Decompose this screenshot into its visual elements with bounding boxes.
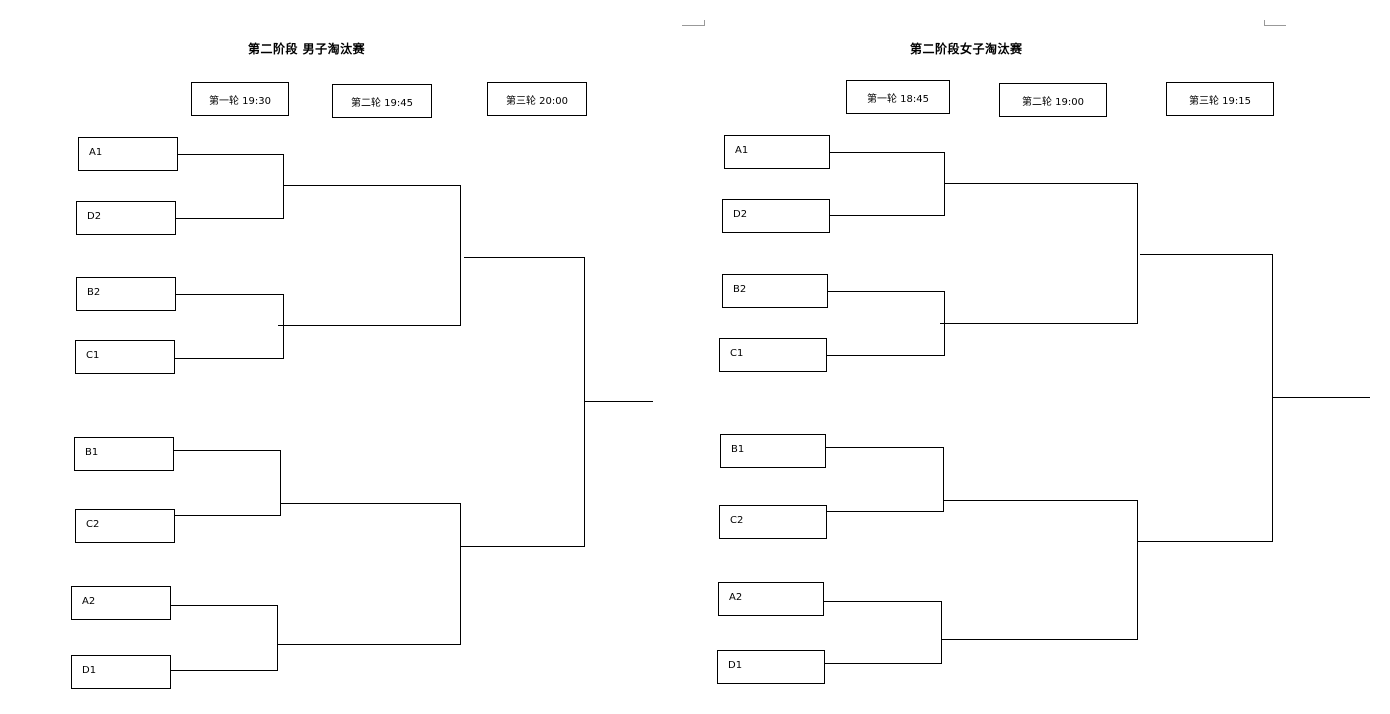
bracket-line (171, 670, 278, 671)
bracket-line (175, 358, 284, 359)
women-team-a1: A1 (724, 135, 830, 169)
bracket-line (460, 503, 461, 645)
women-team-c2: C2 (719, 505, 827, 539)
bracket-line (175, 515, 281, 516)
women-team-b1: B1 (720, 434, 826, 468)
bracket-line (278, 325, 461, 326)
bracket-line (1272, 254, 1273, 542)
men-team-d2: D2 (76, 201, 176, 235)
bracket-line (174, 450, 281, 451)
bracket-line (825, 663, 942, 664)
women-round-1-label: 第一轮 18:45 (846, 80, 950, 114)
bracket-line (283, 154, 284, 219)
bracket-line (827, 355, 945, 356)
bracket-line (830, 215, 945, 216)
bracket-line (283, 294, 284, 359)
women-round-3-label: 第三轮 19:15 (1166, 82, 1274, 116)
page-corner-mark (704, 20, 705, 26)
bracket-line (826, 447, 944, 448)
women-team-a2: A2 (718, 582, 824, 616)
bracket-line (944, 183, 1138, 184)
bracket-line (830, 152, 945, 153)
bracket-line (584, 401, 653, 402)
bracket-line (1140, 254, 1273, 255)
bracket-line (178, 154, 284, 155)
women-team-c1: C1 (719, 338, 827, 372)
men-team-a1: A1 (78, 137, 178, 171)
bracket-line (277, 644, 461, 645)
men-team-d1: D1 (71, 655, 171, 689)
bracket-line (460, 546, 585, 547)
bracket-line (460, 185, 461, 326)
men-team-c1: C1 (75, 340, 175, 374)
men-team-b1: B1 (74, 437, 174, 471)
bracket-line (943, 447, 944, 512)
bracket-line (1137, 541, 1273, 542)
women-team-d2: D2 (722, 199, 830, 233)
page-corner-mark (1264, 20, 1265, 26)
bracket-line (1137, 183, 1138, 324)
bracket-line (824, 601, 942, 602)
men-round-3-label: 第三轮 20:00 (487, 82, 587, 116)
bracket-line (828, 291, 945, 292)
bracket-line (944, 152, 945, 216)
bracket-line (584, 257, 585, 547)
bracket-line (277, 605, 278, 671)
men-round-1-label: 第一轮 19:30 (191, 82, 289, 116)
women-round-2-label: 第二轮 19:00 (999, 83, 1107, 117)
bracket-line (176, 218, 284, 219)
bracket-line (943, 500, 1138, 501)
men-team-a2: A2 (71, 586, 171, 620)
bracket-line (940, 323, 1138, 324)
men-team-c2: C2 (75, 509, 175, 543)
bracket-line (280, 450, 281, 516)
women-team-b2: B2 (722, 274, 828, 308)
men-round-2-label: 第二轮 19:45 (332, 84, 432, 118)
page-corner-mark (1264, 25, 1286, 26)
bracket-line (1137, 500, 1138, 640)
women-team-d1: D1 (717, 650, 825, 684)
page-corner-mark (682, 25, 704, 26)
bracket-line (283, 185, 461, 186)
women-bracket-title: 第二阶段女子淘汰赛 (910, 42, 1023, 56)
bracket-line (941, 639, 1138, 640)
women-bracket-page: 第二阶段女子淘汰赛 第一轮 18:45 第二轮 19:00 第三轮 19:15 … (717, 42, 1370, 684)
men-bracket-page: 第二阶段 男子淘汰赛 第一轮 19:30 第二轮 19:45 第三轮 20:00… (71, 42, 653, 689)
bracket-line (176, 294, 284, 295)
bracket-line (464, 257, 585, 258)
bracket-line (171, 605, 278, 606)
bracket-line (1272, 397, 1370, 398)
men-bracket-title: 第二阶段 男子淘汰赛 (248, 42, 366, 56)
bracket-line (827, 511, 944, 512)
men-team-b2: B2 (76, 277, 176, 311)
bracket-line (280, 503, 461, 504)
bracket-line (941, 601, 942, 664)
